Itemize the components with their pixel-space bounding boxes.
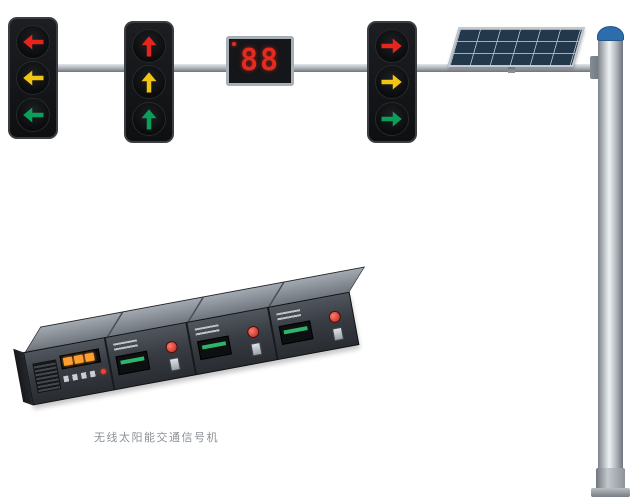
toggle-switch [331,326,345,342]
display-segment [62,356,74,366]
left-arrow-icon [23,34,44,49]
signal-lens-red [375,28,409,63]
solar-panel [447,27,585,67]
signal-head-right-arrows [367,21,417,143]
module-label [113,339,139,353]
signal-lens-yellow [375,65,409,99]
countdown-timer-display: 88 [226,36,294,86]
display-glow [120,356,145,365]
toggle-switch [250,341,263,357]
pole-base-flange [591,488,630,497]
signal-lens-red [16,24,50,59]
product-caption: 无线太阳能交通信号机 [94,431,219,444]
up-arrow-icon [141,108,157,129]
right-arrow-icon [381,74,402,90]
reset-button [246,324,261,339]
module-display [197,335,232,361]
signal-lens-yellow [16,61,50,95]
pole-base-collar [596,468,625,490]
display-segment [84,352,95,362]
module-label [194,324,220,338]
left-arrow-icon [23,107,44,122]
signal-head-left-arrows [8,17,58,139]
reset-button [164,340,179,355]
module-label [276,309,302,323]
signal-lens-green [132,101,166,136]
display-glow [283,326,308,335]
signal-lens-red [132,28,166,63]
module-display [278,320,314,345]
signal-lens-green [375,101,409,136]
signal-controller-unit [13,266,365,406]
power-led [100,368,107,375]
display-segment [73,354,84,364]
right-arrow-icon [381,38,402,53]
countdown-indicator-led [232,42,236,46]
right-arrow-icon [381,111,402,126]
signal-lens-yellow [132,65,166,99]
pole-cap [597,26,624,41]
button-strip [63,370,98,383]
solar-panel-mount [508,64,515,73]
reset-button [327,309,342,324]
signal-lens-green [16,97,50,132]
module-display [115,350,151,376]
left-arrow-icon [23,70,44,86]
signal-mast-arm [28,64,606,72]
vent-grille [32,359,62,394]
up-arrow-icon [141,35,157,56]
countdown-digits: 88 [239,43,281,78]
toggle-switch [168,357,181,372]
signal-head-up-arrows [124,21,174,143]
main-digital-display [59,348,102,370]
up-arrow-icon [141,72,157,93]
display-glow [201,341,227,350]
signal-pole [598,38,623,488]
